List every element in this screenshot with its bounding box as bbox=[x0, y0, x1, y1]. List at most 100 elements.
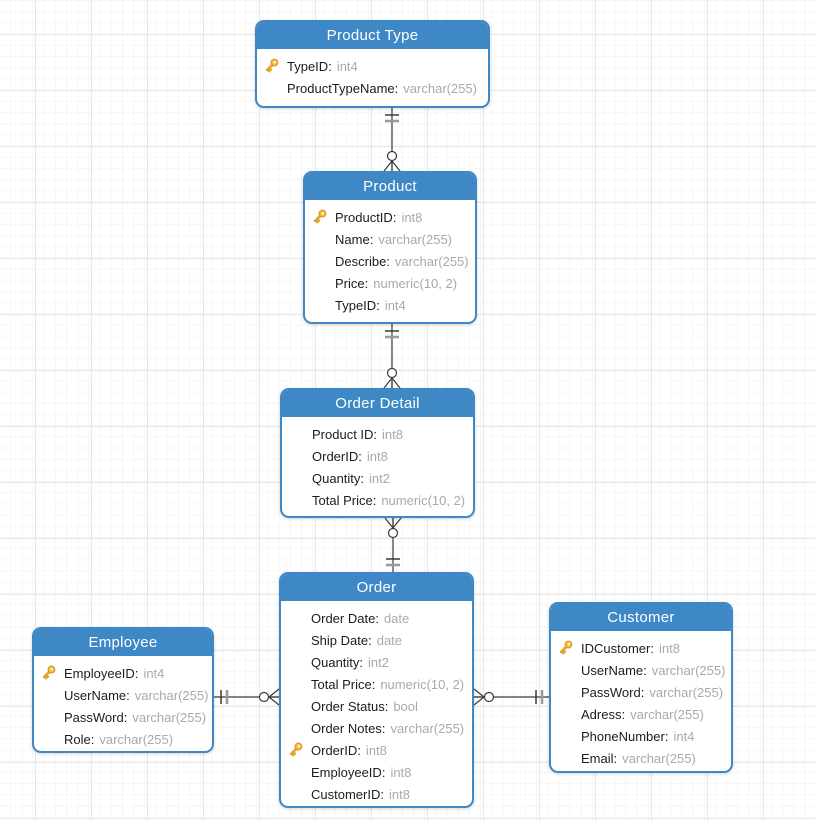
table-title: Customer bbox=[607, 609, 675, 626]
field-name: OrderID bbox=[312, 449, 362, 464]
field-row[interactable]: TypeID int4 bbox=[257, 55, 488, 77]
field-type: varchar(255) bbox=[403, 80, 477, 96]
relation-order-to-order_detail[interactable] bbox=[384, 517, 402, 572]
field-type: int4 bbox=[143, 665, 165, 681]
field-type: varchar(255) bbox=[99, 731, 174, 747]
field-row[interactable]: ProductIDint8 bbox=[305, 206, 475, 228]
field-type: bool bbox=[393, 698, 418, 714]
field-type: int8 bbox=[382, 426, 404, 442]
field-row[interactable]: Namevarchar(255) bbox=[305, 228, 475, 250]
field-row[interactable]: OrderIDint8 bbox=[281, 739, 472, 761]
field-name: PassWord bbox=[64, 710, 127, 725]
field-name: EmployeeID bbox=[64, 666, 138, 681]
field-row[interactable]: Total Pricenumeric(10, 2) bbox=[282, 489, 473, 511]
field-name: Email bbox=[581, 751, 617, 766]
field-row[interactable]: ProductTypeNamevarchar(255) bbox=[257, 77, 488, 99]
relation-product_type-to-product[interactable] bbox=[383, 108, 401, 172]
field-row[interactable]: Ship Datedate bbox=[281, 629, 472, 651]
field-row[interactable]: Total Pricenumeric(10, 2) bbox=[281, 673, 472, 695]
field-type: int2 bbox=[369, 470, 391, 486]
field-type: int8 bbox=[388, 786, 410, 802]
field-row[interactable]: Adress varchar(255) bbox=[551, 703, 731, 725]
field-row[interactable]: Order Status bool bbox=[281, 695, 472, 717]
relation-product-to-order_detail[interactable] bbox=[383, 324, 401, 389]
field-name: TypeID bbox=[287, 59, 332, 74]
field-type: int8 bbox=[390, 764, 412, 780]
table-title: Order Detail bbox=[335, 395, 420, 412]
field-type: int8 bbox=[658, 640, 680, 656]
table-header[interactable]: Customer bbox=[551, 604, 731, 631]
field-row[interactable]: Role varchar(255) bbox=[34, 728, 212, 750]
table-title: Product Type bbox=[326, 27, 419, 44]
field-name: Role bbox=[64, 732, 94, 747]
field-type: int8 bbox=[366, 448, 388, 464]
field-row[interactable]: Quantityint2 bbox=[282, 467, 473, 489]
field-type: int4 bbox=[673, 728, 695, 744]
field-row[interactable]: EmployeeID int4 bbox=[34, 662, 212, 684]
primary-key-icon bbox=[313, 209, 327, 224]
field-name: PhoneNumber bbox=[581, 729, 668, 744]
field-type: varchar(255) bbox=[390, 720, 465, 736]
field-type: date bbox=[383, 610, 410, 626]
field-row[interactable]: PassWord varchar(255) bbox=[34, 706, 212, 728]
field-row[interactable]: OrderID int8 bbox=[282, 445, 473, 467]
field-row[interactable]: PassWordvarchar(255) bbox=[551, 681, 731, 703]
field-row[interactable]: Pricenumeric(10, 2) bbox=[305, 272, 475, 294]
field-type: varchar(255) bbox=[622, 750, 696, 766]
field-type: numeric(10, 2) bbox=[380, 676, 465, 692]
cardinality-zero-circle bbox=[386, 150, 398, 162]
field-row[interactable]: Order Datedate bbox=[281, 607, 472, 629]
field-type: int4 bbox=[336, 58, 358, 74]
table-body: ProductIDint8Namevarchar(255) Describe var… bbox=[305, 200, 475, 320]
field-row[interactable]: IDCustomer int8 bbox=[551, 637, 731, 659]
field-type: varchar(255) bbox=[394, 253, 469, 269]
field-row[interactable]: Email varchar(255) bbox=[551, 747, 731, 769]
field-row[interactable]: Product IDint8 bbox=[282, 423, 473, 445]
table-title: Product bbox=[363, 178, 417, 195]
field-name: Quantity bbox=[311, 655, 363, 670]
field-row[interactable]: TypeIDint4 bbox=[305, 294, 475, 316]
field-name: CustomerID bbox=[311, 787, 384, 802]
relation-customer-to-order[interactable] bbox=[473, 688, 549, 706]
table-body: Product IDint8OrderID int8Quantityint2Tot… bbox=[282, 417, 473, 515]
field-row[interactable]: PhoneNumber int4 bbox=[551, 725, 731, 747]
table-header[interactable]: Order bbox=[281, 574, 472, 601]
field-name: Order Notes bbox=[311, 721, 385, 736]
field-name: Adress bbox=[581, 707, 625, 722]
field-row[interactable]: CustomerID int8 bbox=[281, 783, 472, 805]
primary-key-icon bbox=[559, 640, 573, 655]
relation-employee-to-order[interactable] bbox=[214, 688, 280, 706]
field-type: numeric(10, 2) bbox=[381, 492, 466, 508]
field-row[interactable]: Order Notes varchar(255) bbox=[281, 717, 472, 739]
table-header[interactable]: Product bbox=[305, 173, 475, 200]
table-header[interactable]: Product Type bbox=[257, 22, 488, 49]
field-type: varchar(255) bbox=[630, 706, 704, 722]
table-title: Employee bbox=[88, 634, 158, 651]
field-type: varchar(255) bbox=[651, 662, 726, 678]
field-type: varchar(255) bbox=[132, 709, 207, 725]
table-header[interactable]: Order Detail bbox=[282, 390, 473, 417]
field-row[interactable]: Describe varchar(255) bbox=[305, 250, 475, 272]
field-name: Describe bbox=[335, 254, 390, 269]
field-name: Order Status bbox=[311, 699, 388, 714]
table-body: TypeID int4ProductTypeNamevarchar(255) bbox=[257, 49, 488, 103]
primary-key-icon bbox=[265, 58, 279, 73]
field-name: IDCustomer bbox=[581, 641, 654, 656]
table-body: EmployeeIDint4UserNamevarchar(255)PassWo… bbox=[34, 656, 212, 751]
field-type: int2 bbox=[368, 654, 390, 670]
field-row[interactable]: EmployeeIDint8 bbox=[281, 761, 472, 783]
field-row[interactable]: UserNamevarchar(255) bbox=[34, 684, 212, 706]
field-row[interactable]: Quantity int2 bbox=[281, 651, 472, 673]
table-product[interactable]: ProductProductIDint8Namevarchar(255)Desc… bbox=[303, 171, 477, 324]
table-body: Order DatedateShip DatedateQuantity int2T… bbox=[281, 601, 472, 806]
table-header[interactable]: Employee bbox=[34, 629, 212, 656]
cardinality-zero-circle bbox=[483, 691, 495, 703]
field-row[interactable]: UserNamevarchar(255) bbox=[551, 659, 731, 681]
